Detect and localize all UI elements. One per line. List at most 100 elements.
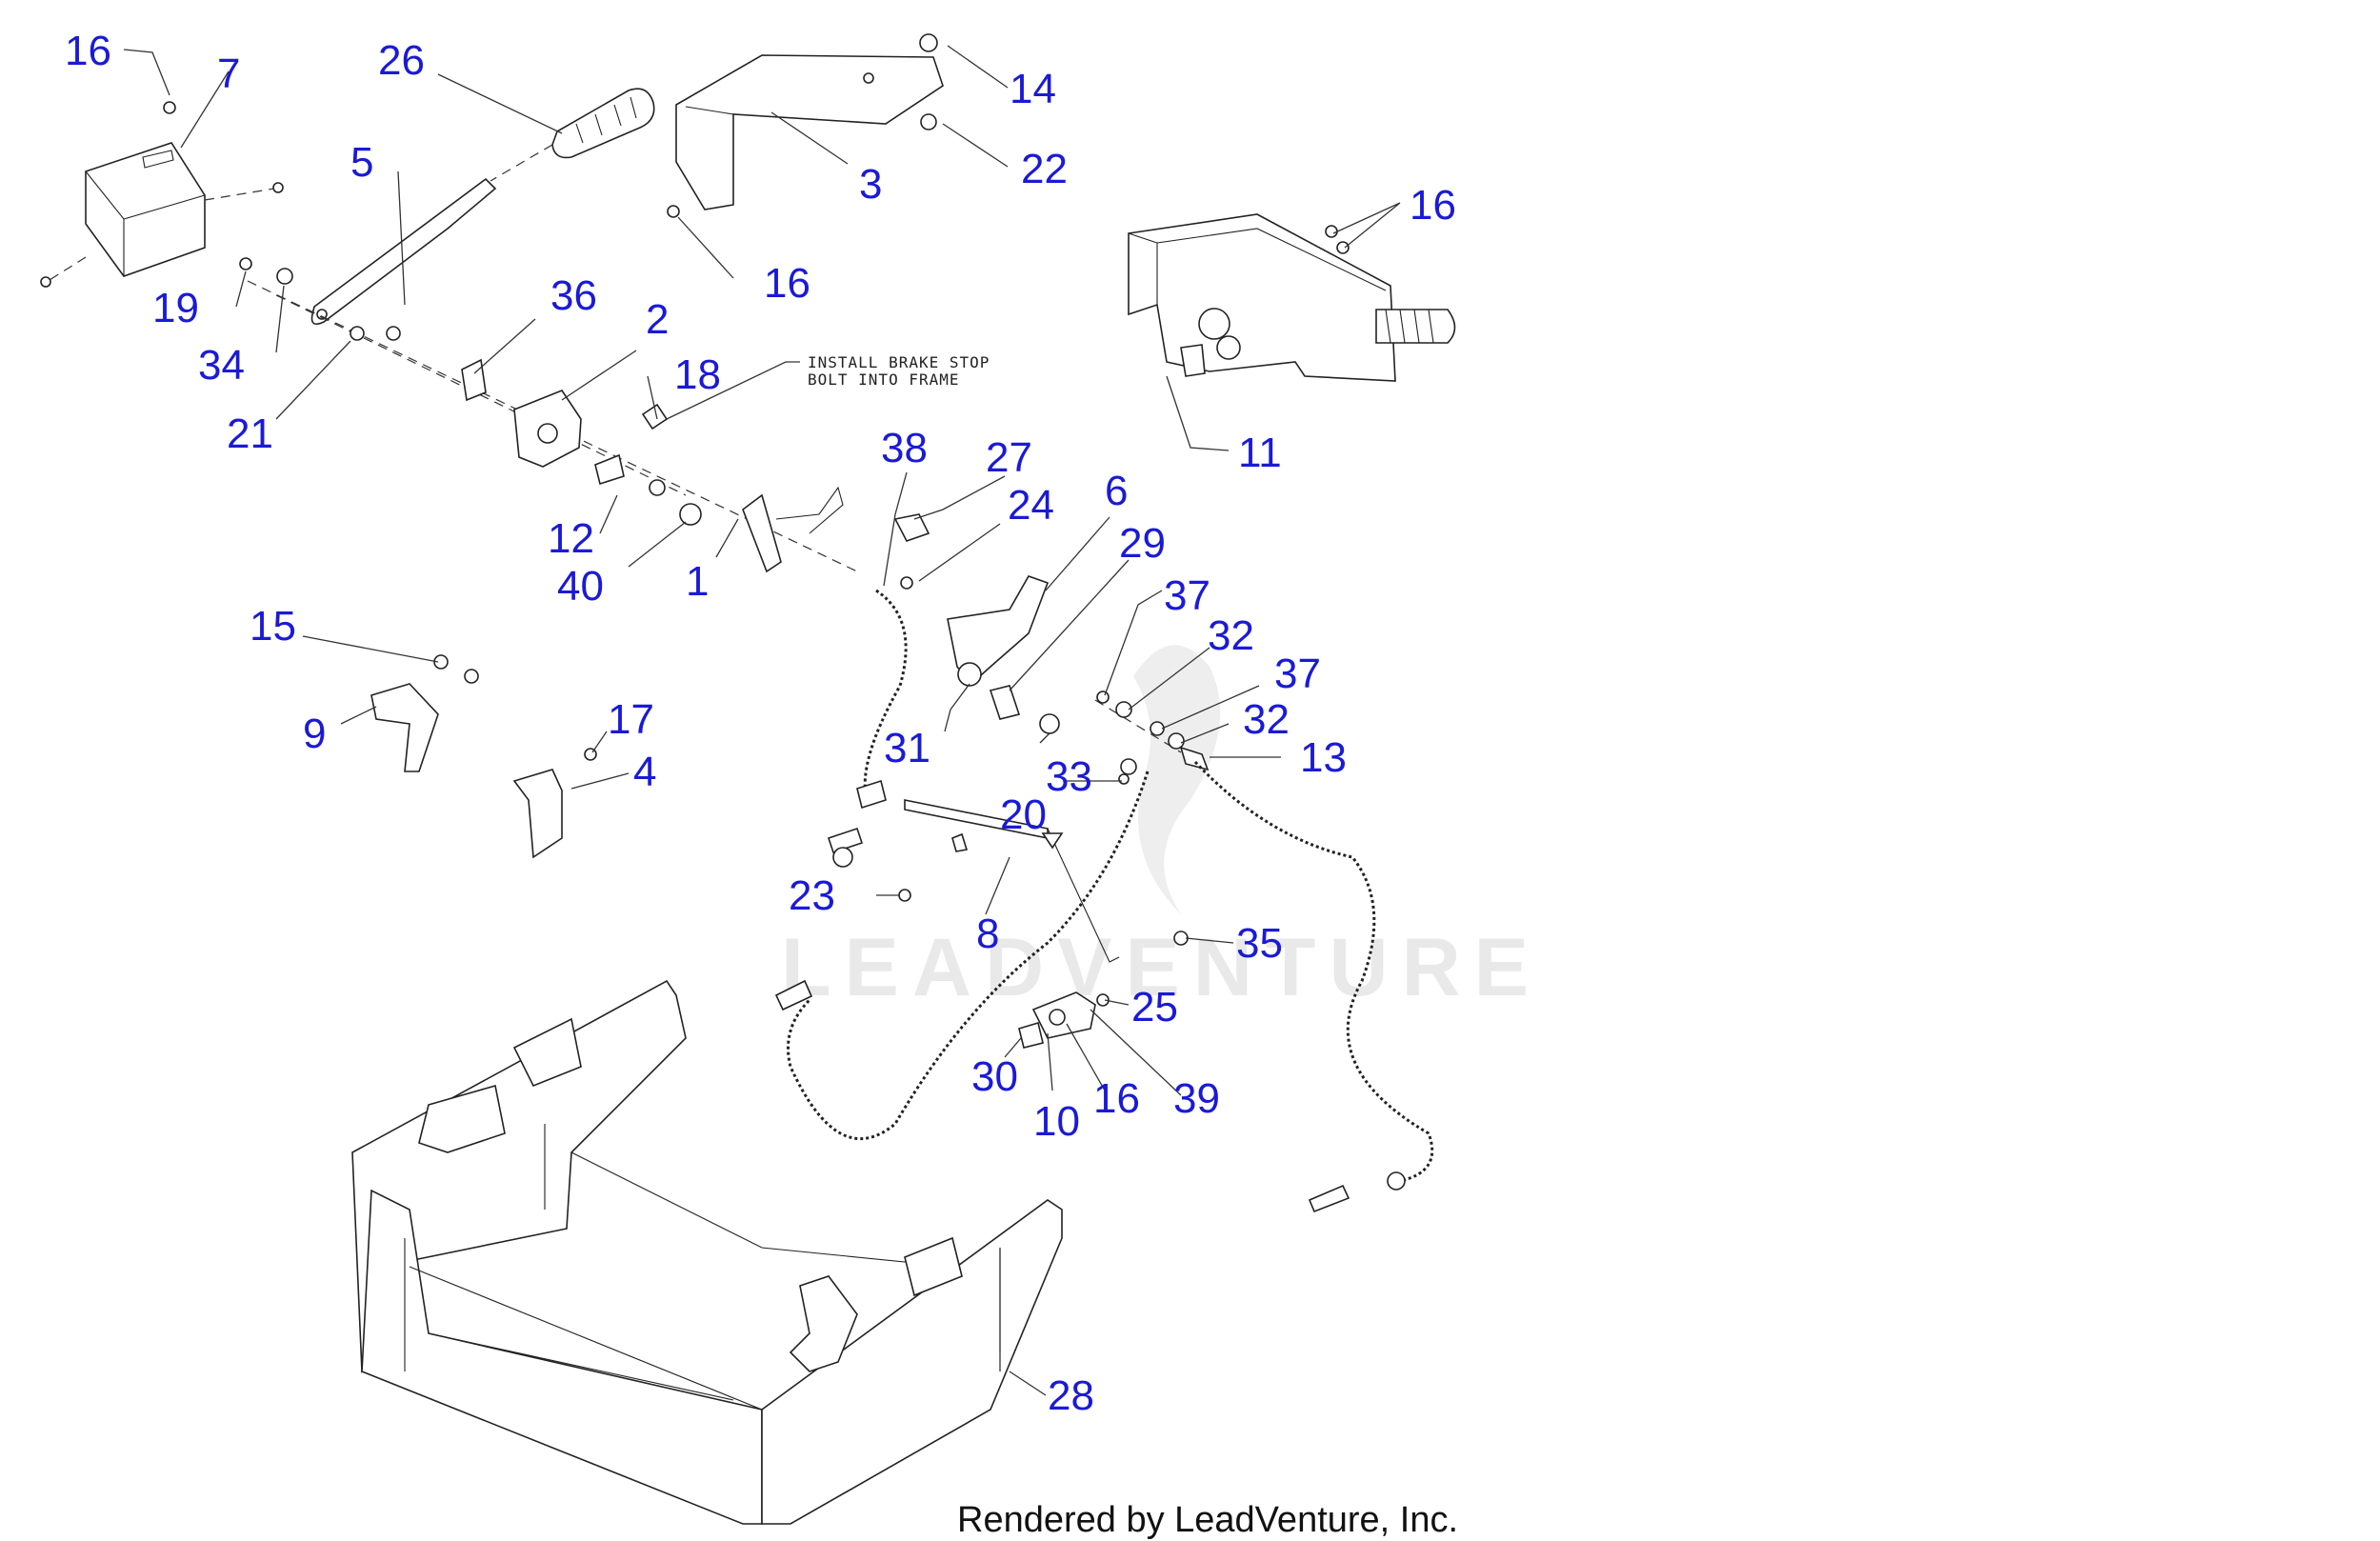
callout-17: 17 [608,696,654,743]
cable-end-icon [774,979,813,1011]
part-16-screw [163,101,176,114]
leader-lines [123,45,1401,1396]
part-16-screw [667,205,680,218]
clevis-icon [1120,758,1137,775]
part-24-screw [900,576,913,590]
callout-21: 21 [227,410,273,457]
callout-32: 32 [1243,696,1290,743]
note-line-1: INSTALL BRAKE STOP [808,353,990,371]
part-5-lever [310,177,497,325]
part-9-bracket [370,683,439,772]
callout-15: 15 [250,603,296,650]
bolt-icon [464,669,479,684]
cable-fitting-icon [1387,1171,1406,1191]
part-26-grip [551,88,655,159]
callout-16: 16 [764,260,810,307]
footer-credit: Rendered by LeadVenture, Inc. [957,1500,1458,1540]
callout-20: 20 [1000,791,1047,838]
callout-6: 6 [1105,468,1128,514]
part-6-bellcrank [947,575,1050,687]
callout-1: 1 [686,558,709,605]
callout-2: 2 [646,296,669,343]
part-40-bearing [679,503,702,526]
part-8-rod [904,799,1120,963]
callout-16: 16 [1410,182,1456,229]
part-10-pivot [1031,991,1096,1039]
callout-9: 9 [303,710,326,757]
part-12-pin [594,453,625,486]
callout-30: 30 [971,1053,1018,1100]
callout-36: 36 [550,272,597,319]
callout-37: 37 [1274,650,1321,697]
callout-8: 8 [976,911,999,957]
callout-25: 25 [1131,984,1178,1031]
cable-brake [863,589,908,801]
part-1-pedal-arm [742,486,844,573]
callout-29: 29 [1119,520,1166,567]
callouts: 16 7 26 5 14 3 22 16 16 19 34 36 2 21 18… [65,28,1456,1419]
part-2-brake-arm [513,390,582,468]
screw-icon [40,276,51,288]
part-13-bolt [1179,746,1210,771]
part-22-nut [920,113,937,130]
callout-22: 22 [1021,146,1068,192]
part-15-bolt [433,654,449,670]
callout-35: 35 [1236,920,1283,967]
callout-7: 7 [217,50,240,97]
chassis-frame [351,979,1063,1525]
part-33-washer [1039,713,1060,734]
part-16-screw [1336,241,1350,254]
callout-27: 27 [986,434,1032,481]
cable-fitting-icon [827,827,864,854]
callout-26: 26 [378,37,425,84]
callout-28: 28 [1048,1372,1094,1419]
cable-right [1193,760,1434,1183]
callout-24: 24 [1008,482,1054,529]
part-32-washer [1168,732,1185,750]
part-34-washer [276,268,293,285]
bushing-icon [386,326,401,341]
part-32-washer [1115,701,1132,718]
brake-stop-note: INSTALL BRAKE STOP BOLT INTO FRAME [666,353,990,420]
part-16-screw [1325,225,1338,238]
part-27-clip [893,513,930,542]
cable-fitting-icon [832,847,853,868]
callout-13: 13 [1300,734,1347,781]
part-37-nut [1096,690,1110,704]
cable-deck [787,770,1150,1141]
part-30-spring [1018,1021,1044,1049]
part-4-bracket [512,769,563,859]
part-20-pin [1118,773,1130,785]
part-cable-spring [1308,1184,1350,1213]
callout-23: 23 [789,872,835,919]
callout-33: 33 [1046,753,1092,800]
screw-icon [272,182,284,193]
callout-16: 16 [1093,1075,1140,1122]
part-11-handle-assembly [1128,213,1456,382]
cable-end-icon [856,779,887,810]
callout-18: 18 [674,351,721,398]
callout-11: 11 [1238,430,1282,476]
part-37-nut [1150,721,1165,736]
callout-16: 16 [65,28,111,74]
callout-37: 37 [1164,572,1210,619]
callout-4: 4 [633,749,656,795]
part-25-ring [1096,993,1110,1007]
callout-31: 31 [884,725,930,771]
watermark: LEADVENTURE [781,645,1542,1013]
part-21-bushing [350,326,365,341]
callout-12: 12 [548,515,594,562]
callout-38: 38 [881,425,928,471]
part-23-screw [898,889,911,902]
callout-3: 3 [859,161,882,208]
callout-14: 14 [1010,66,1056,112]
part-35-bolt [1173,931,1189,946]
part-3-bracket [675,54,944,210]
part-7-bracket [85,142,206,277]
callout-32: 32 [1208,612,1254,659]
fitting-icon [951,832,969,852]
callout-19: 19 [152,285,199,331]
watermark-text: LEADVENTURE [781,922,1542,1013]
pin-icon [649,479,666,496]
